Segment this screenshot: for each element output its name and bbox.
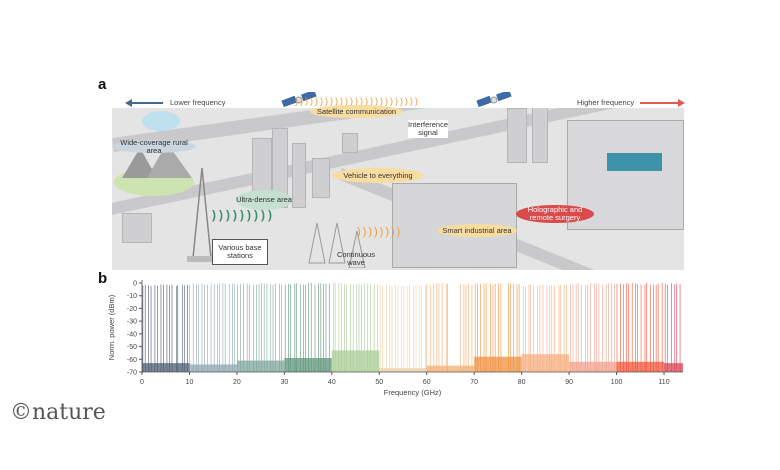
panel-a-label: a	[98, 76, 107, 93]
noise-floor-band	[142, 363, 190, 372]
satellite-wave-icon: )))))))))))))))))))))))))	[295, 96, 420, 106]
x-tick-label: 0	[140, 379, 144, 386]
x-tick-label: 30	[280, 379, 288, 386]
lower-frequency-arrow-icon	[125, 99, 163, 107]
noise-floor-band	[426, 365, 475, 372]
y-tick-label: -20	[127, 306, 137, 313]
rural-area-label: Wide-coverage rural area	[112, 138, 196, 154]
base-stations-label: Various base stations	[212, 239, 268, 265]
x-tick-label: 10	[186, 379, 194, 386]
noise-floor-band	[189, 364, 237, 372]
nature-logo: ©nature	[10, 400, 106, 425]
satellite-communication-label: Satellite communication	[310, 105, 403, 118]
panel-b-label: b	[98, 270, 108, 287]
lower-frequency-label: Lower frequency	[170, 98, 226, 107]
y-tick-label: -30	[127, 319, 137, 326]
noise-floor-band	[474, 356, 522, 372]
y-axis-label: Norm. power (dBm)	[107, 294, 116, 360]
noise-floor-band	[569, 361, 617, 372]
x-tick-label: 70	[470, 379, 478, 386]
continuous-wave-label: Continuous wave	[337, 250, 375, 267]
noise-floor-band	[664, 363, 683, 372]
higher-frequency-arrow-icon	[640, 99, 685, 107]
x-tick-label: 100	[611, 379, 623, 386]
x-tick-label: 50	[375, 379, 383, 386]
smart-industrial-area-label: Smart industrial area	[437, 224, 517, 237]
higher-frequency-label: Higher frequency	[577, 98, 635, 107]
noise-floor-band	[379, 368, 427, 372]
y-tick-label: -10	[127, 293, 137, 300]
ultra-dense-area-label: Ultra-dense area	[236, 190, 292, 210]
noise-floor-band	[284, 358, 332, 372]
spectrum-chart: 0 10 20 30 40 50 60 70 80 90 100 110 0 -10 -20 -30 -40 -5…	[107, 280, 683, 397]
y-tick-label: -50	[127, 344, 137, 351]
noise-floor-band	[616, 361, 665, 372]
holographic-surgery-label: Holographic and remote surgery	[516, 205, 594, 223]
x-tick-label: 90	[565, 379, 573, 386]
mountain-icon	[122, 143, 192, 178]
x-tick-label: 110	[658, 379, 669, 386]
vehicle-to-everything-label: Vehicle to everything	[332, 168, 424, 183]
x-axis-label: Frequency (GHz)	[384, 388, 442, 397]
y-tick-label: -40	[127, 331, 137, 338]
y-tick-label: -70	[127, 370, 137, 377]
continuous-wave-tower-icon	[308, 223, 366, 268]
orange-wave-icon: ))))))))	[357, 226, 403, 238]
noise-floor-band	[331, 350, 380, 372]
x-tick-label: 20	[233, 379, 241, 386]
y-tick-label: 0	[133, 281, 137, 288]
y-tick-label: -60	[127, 357, 137, 364]
x-tick-label: 80	[518, 379, 526, 386]
x-tick-label: 60	[423, 379, 431, 386]
satellite-icon	[281, 92, 317, 108]
base-station-tower-icon	[187, 168, 217, 262]
scene-illustration: ))))))))) ))))))))	[112, 108, 684, 270]
green-wave-icon: )))))))))	[212, 208, 275, 222]
noise-floor-band	[236, 360, 285, 372]
x-tick-label: 40	[328, 379, 336, 386]
interference-signal-label: Interference signal	[407, 120, 449, 138]
satellite-icon	[476, 92, 512, 108]
